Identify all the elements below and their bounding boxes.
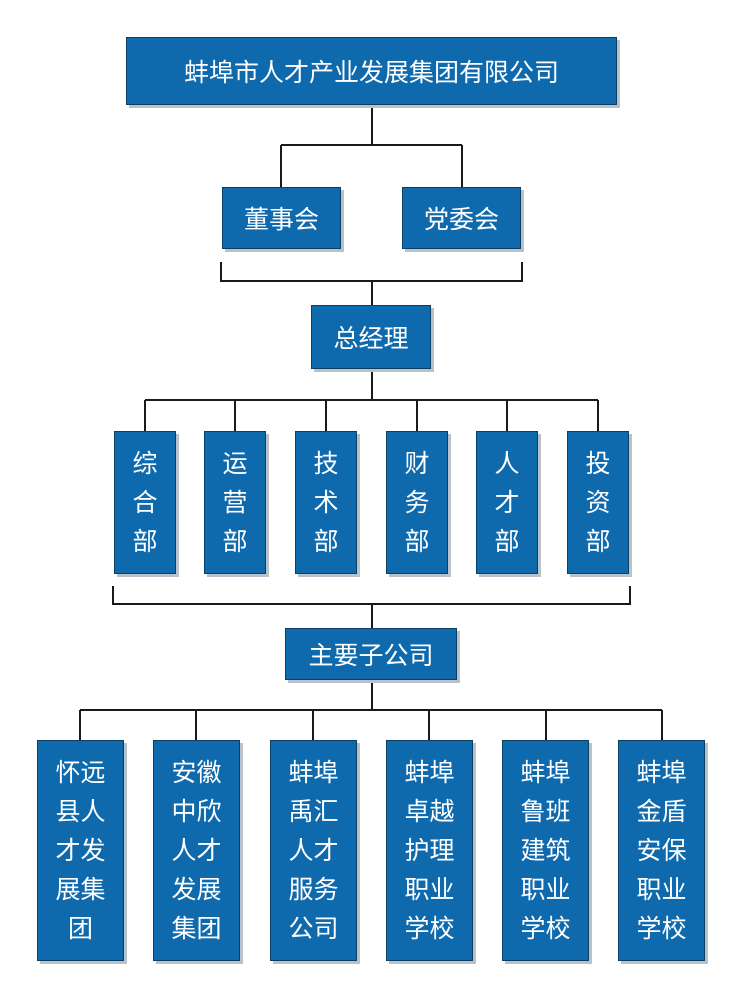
node-department-4: 财 务 部 [386,431,448,574]
node-subsidiary-1: 怀远 县人 才发 展集 团 [37,740,124,961]
bracket-boards [220,262,523,282]
node-department-4-label: 财 务 部 [404,449,430,556]
node-subsidiaries-header: 主要子公司 [285,628,457,680]
node-board-of-directors: 董事会 [222,187,341,249]
node-department-6-label: 投 资 部 [585,449,611,556]
node-subsidiary-5: 蚌埠 鲁班 建筑 职业 学校 [502,740,589,961]
node-department-5-label: 人 才 部 [494,449,520,556]
node-subsidiary-3-label: 蚌埠 禹汇 人才 服务 公司 [288,758,339,943]
node-subsidiary-2: 安徽 中欣 人才 发展 集团 [153,740,240,961]
node-subsidiary-4: 蚌埠 卓越 护理 职业 学校 [386,740,473,961]
node-subsidiary-2-label: 安徽 中欣 人才 发展 集团 [171,758,222,943]
node-subsidiary-3: 蚌埠 禹汇 人才 服务 公司 [270,740,357,961]
node-department-2: 运 营 部 [204,431,266,574]
node-subsidiary-4-label: 蚌埠 卓越 护理 职业 学校 [404,758,455,943]
node-department-2-label: 运 营 部 [222,449,248,556]
node-department-3-label: 技 术 部 [313,449,339,556]
node-department-1: 综 合 部 [114,431,176,574]
node-subsidiary-1-label: 怀远 县人 才发 展集 团 [55,758,106,943]
node-department-3: 技 术 部 [295,431,357,574]
node-party-committee: 党委会 [402,187,521,249]
node-department-1-label: 综 合 部 [132,449,158,556]
node-parent-company: 蚌埠市人才产业发展集团有限公司 [126,37,617,105]
node-department-5: 人 才 部 [476,431,538,574]
node-general-manager-label: 总经理 [333,324,409,353]
node-subsidiary-6: 蚌埠 金盾 安保 职业 学校 [618,740,705,961]
node-subsidiary-5-label: 蚌埠 鲁班 建筑 职业 学校 [520,758,571,943]
node-department-6: 投 资 部 [567,431,629,574]
node-parent-company-label: 蚌埠市人才产业发展集团有限公司 [183,58,559,87]
node-party-committee-label: 党委会 [423,205,499,234]
node-board-of-directors-label: 董事会 [243,205,319,234]
bracket-departments [112,586,631,605]
node-subsidiary-6-label: 蚌埠 金盾 安保 职业 学校 [636,758,687,943]
node-subsidiaries-header-label: 主要子公司 [308,641,434,670]
node-general-manager: 总经理 [311,305,431,369]
